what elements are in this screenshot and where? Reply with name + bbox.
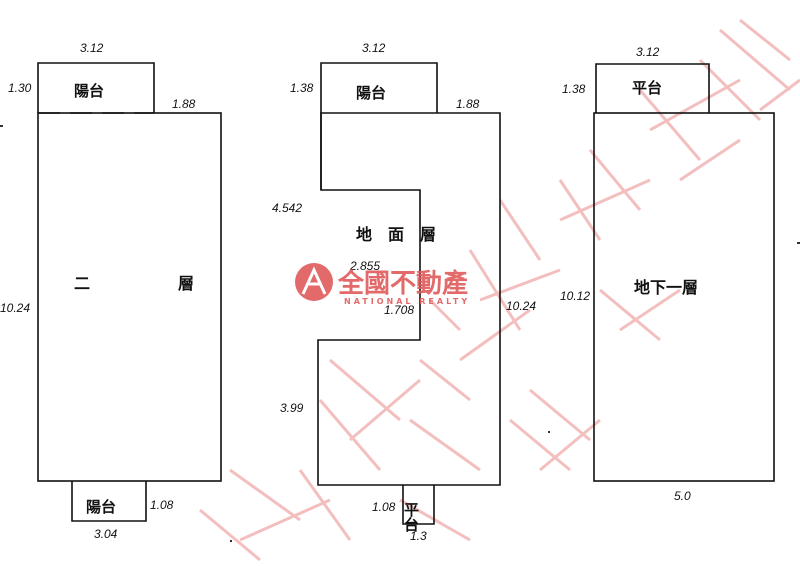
ground-floor-dim-inner-width: 2.855: [349, 259, 380, 273]
ground-floor-dim-bottom-width: 1.3: [410, 529, 427, 543]
second-floor-dim-bottom-depth: 1.08: [150, 498, 174, 512]
second-floor-balcony-bottom-label: 陽台: [86, 498, 116, 516]
basement-platform-top: [595, 63, 710, 113]
second-floor-room-label-2: 層: [178, 274, 194, 293]
ground-floor-dim-balcony-depth: 1.38: [290, 81, 314, 95]
second-floor-room-label: 二: [74, 274, 90, 293]
second-floor-outline: [37, 112, 222, 482]
second-floor-balcony-top: [37, 62, 155, 113]
ground-floor-dim-left-lower: 3.99: [280, 401, 304, 415]
second-floor-balcony-bottom: [71, 481, 147, 522]
basement-dim-top-width: 3.12: [636, 45, 660, 59]
ground-floor-platform-bottom: [402, 485, 435, 525]
second-floor-dim-top-width: 3.12: [80, 41, 104, 55]
second-floor-balcony-top-label: 陽台: [74, 82, 104, 100]
ground-floor-dim-top-width: 3.12: [362, 41, 386, 55]
basement-dim-bottom-width: 5.0: [674, 489, 691, 503]
ground-floor-room-label: 地 面 層: [356, 225, 436, 244]
brand-name: 全國不動產: [337, 268, 468, 299]
ground-floor-dim-bottom-depth: 1.08: [372, 500, 396, 514]
ground-floor-dim-inner-depth: 1.708: [384, 303, 414, 317]
second-floor-dim-right-top: 1.88: [172, 97, 196, 111]
ground-floor-balcony-top-label: 陽台: [356, 84, 386, 102]
scan-marks: [0, 125, 800, 542]
ground-floor-outline: [317, 112, 501, 486]
plan-second-floor: 陽台 二 層 陽台 3.12 1.30 1.88 10.24 1.08 3.04: [0, 41, 222, 541]
basement-dim-height: 10.12: [560, 289, 590, 303]
plan-basement: 平台 地下一層 3.12 1.38 10.12 5.0: [560, 45, 775, 503]
brand-logo-icon: [295, 263, 333, 301]
second-floor-dim-bottom-width: 3.04: [94, 527, 118, 541]
ground-floor-balcony-top: [320, 62, 438, 113]
brand-watermark: 全國不動產 NATIONAL REALTY: [295, 263, 470, 306]
basement-dim-platform-depth: 1.38: [562, 82, 586, 96]
ground-floor-platform-label: 平台: [402, 502, 420, 533]
ground-floor-dim-left-upper: 4.542: [272, 201, 302, 215]
watermark-script: [199, 18, 800, 562]
ground-floor-dim-right-height: 10.24: [506, 299, 536, 313]
second-floor-dim-height: 10.24: [0, 301, 30, 315]
plan-ground-floor: 陽台 地 面 層 平台 3.12 1.38 1.88 4.542 2.855 1…: [272, 41, 536, 543]
basement-room-label: 地下一層: [634, 278, 698, 297]
brand-subtitle: NATIONAL REALTY: [344, 297, 470, 306]
ground-floor-dim-right-top: 1.88: [456, 97, 480, 111]
basement-platform-label: 平台: [632, 79, 662, 97]
second-floor-dim-balcony-depth: 1.30: [8, 81, 32, 95]
basement-outline: [593, 112, 775, 482]
